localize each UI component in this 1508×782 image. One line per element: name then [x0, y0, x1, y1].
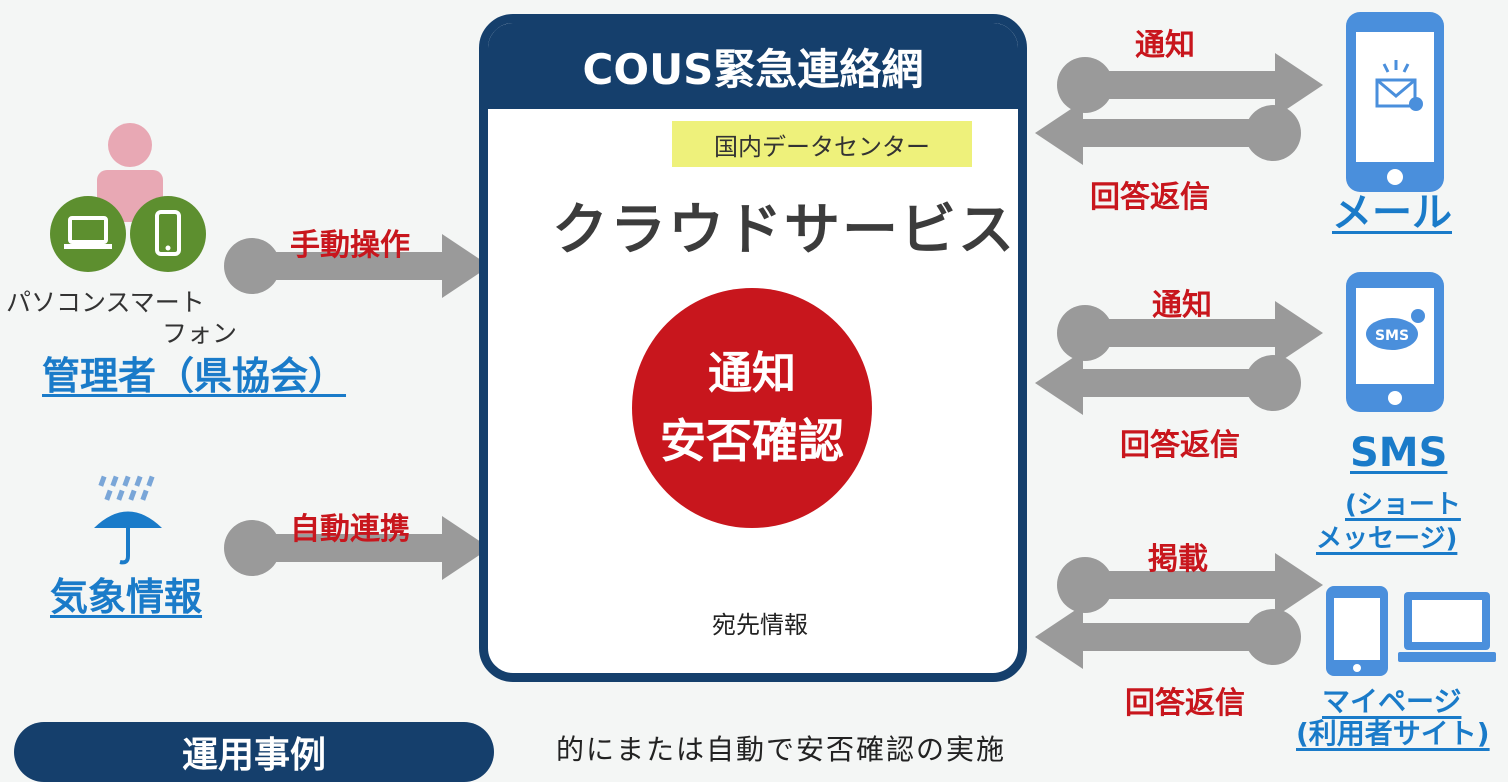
weather-label: 気象情報 [50, 575, 203, 619]
reply-arrow-2 [1035, 351, 1301, 415]
sms-target-label[interactable]: SMS [1350, 430, 1448, 476]
row1-notify-label: 通知 [1135, 28, 1195, 63]
cous-title: COUS緊急連絡網 [488, 23, 1018, 109]
row2-reply-label: 回答返信 [1120, 428, 1240, 463]
row3-post-label: 掲載 [1148, 542, 1208, 577]
mail-phone-icon [1346, 12, 1444, 192]
smartphone-icon [130, 196, 206, 272]
device-label-line2: フォン [162, 319, 238, 348]
circle-line-1: 通知 [708, 347, 796, 399]
row3-reply-label: 回答返信 [1125, 686, 1245, 721]
datacenter-label: 国内データセンター [672, 121, 972, 167]
circle-line-2: 安否確認 [660, 413, 844, 468]
reply-arrow-1 [1035, 101, 1301, 165]
mypage-target-label[interactable]: マイページ [1322, 685, 1462, 718]
tablet-laptop-icon [1326, 586, 1496, 676]
sms-sub-line1[interactable]: (ショート [1345, 490, 1461, 520]
row2-notify-label: 通知 [1152, 288, 1212, 323]
auto-link-label: 自動連携 [290, 512, 410, 547]
sms-sub-line2[interactable]: メッセージ) [1316, 524, 1458, 554]
section-title: 運用事例 [181, 735, 326, 776]
svg-text:SMS: SMS [1375, 328, 1409, 344]
section-title-bar: 運用事例 [14, 722, 494, 782]
sms-phone-icon: SMS [1346, 272, 1444, 412]
mypage-sub-label[interactable]: (利用者サイト) [1296, 717, 1490, 750]
row1-reply-label: 回答返信 [1090, 180, 1210, 215]
reply-arrow-3 [1035, 605, 1301, 669]
device-label-line1: パソコンスマート [6, 288, 205, 317]
notify-safety-circle: 通知 安否確認 [632, 288, 872, 528]
mail-target-label[interactable]: メール [1332, 190, 1452, 236]
bottom-caption: 的にまたは自動で安否確認の実施 [556, 733, 1007, 766]
umbrella-rain-icon [94, 475, 162, 565]
manual-op-label: 手動操作 [290, 228, 410, 263]
admin-label: 管理者（県協会） [42, 354, 347, 398]
cloud-service-label: クラウドサービス [552, 198, 1016, 263]
pc-icon [50, 196, 126, 272]
database-label: 宛先情報 [712, 611, 808, 639]
